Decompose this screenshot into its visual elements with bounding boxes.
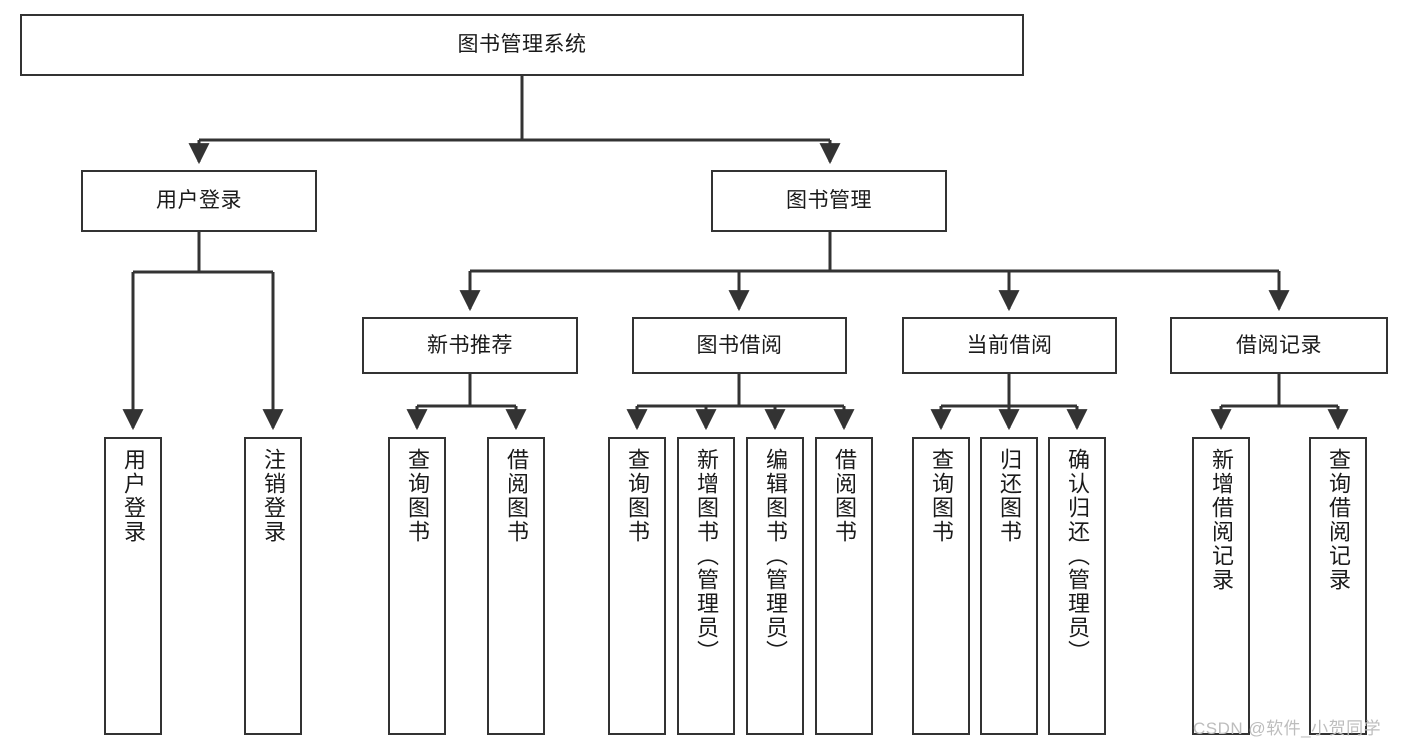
- node-root-label: 图书管理系统: [457, 33, 587, 57]
- node-borrow-record-label: 借阅记录: [1236, 333, 1322, 357]
- node-leaf-add-book-admin-label: 新增图书（管理员）: [694, 448, 719, 664]
- node-borrow-record[interactable]: 借阅记录: [1170, 317, 1388, 374]
- node-leaf-add-borrow-record[interactable]: 新增借阅记录: [1192, 437, 1250, 735]
- node-user-login-label: 用户登录: [156, 189, 242, 213]
- node-leaf-edit-book-admin[interactable]: 编辑图书（管理员）: [746, 437, 804, 735]
- node-new-book-recommend-label: 新书推荐: [427, 333, 513, 357]
- node-leaf-edit-book-admin-label: 编辑图书（管理员）: [763, 448, 788, 664]
- node-book-manage[interactable]: 图书管理: [711, 170, 947, 232]
- node-leaf-query-book-3[interactable]: 查询图书: [912, 437, 970, 735]
- node-leaf-return-book[interactable]: 归还图书: [980, 437, 1038, 735]
- node-book-borrow[interactable]: 图书借阅: [632, 317, 847, 374]
- node-leaf-query-book-1[interactable]: 查询图书: [388, 437, 446, 735]
- node-leaf-user-login[interactable]: 用户登录: [104, 437, 162, 735]
- node-user-login[interactable]: 用户登录: [81, 170, 317, 232]
- node-new-book-recommend[interactable]: 新书推荐: [362, 317, 578, 374]
- node-leaf-logout-login-label: 注销登录: [261, 448, 286, 544]
- csdn-watermark: CSDN @软件_小贺同学: [1193, 719, 1382, 738]
- node-leaf-add-borrow-record-label: 新增借阅记录: [1209, 448, 1234, 592]
- node-leaf-return-book-label: 归还图书: [997, 448, 1022, 544]
- node-leaf-query-book-2[interactable]: 查询图书: [608, 437, 666, 735]
- node-leaf-query-borrow-record[interactable]: 查询借阅记录: [1309, 437, 1367, 735]
- node-leaf-query-book-3-label: 查询图书: [929, 448, 954, 544]
- node-leaf-borrow-book-2-label: 借阅图书: [832, 448, 857, 544]
- node-leaf-confirm-return-admin-label: 确认归还（管理员）: [1065, 448, 1090, 664]
- node-leaf-query-borrow-record-label: 查询借阅记录: [1326, 448, 1351, 592]
- node-book-manage-label: 图书管理: [786, 189, 872, 213]
- node-leaf-borrow-book-2[interactable]: 借阅图书: [815, 437, 873, 735]
- node-leaf-user-login-label: 用户登录: [121, 448, 146, 544]
- node-current-borrow-label: 当前借阅: [966, 333, 1053, 357]
- node-root[interactable]: 图书管理系统: [20, 14, 1024, 76]
- node-leaf-query-book-2-label: 查询图书: [625, 448, 650, 544]
- node-book-borrow-label: 图书借阅: [696, 333, 783, 357]
- node-leaf-add-book-admin[interactable]: 新增图书（管理员）: [677, 437, 735, 735]
- node-leaf-confirm-return-admin[interactable]: 确认归还（管理员）: [1048, 437, 1106, 735]
- node-current-borrow[interactable]: 当前借阅: [902, 317, 1117, 374]
- node-leaf-logout-login[interactable]: 注销登录: [244, 437, 302, 735]
- node-leaf-query-book-1-label: 查询图书: [405, 448, 430, 544]
- node-leaf-borrow-book-1[interactable]: 借阅图书: [487, 437, 545, 735]
- node-leaf-borrow-book-1-label: 借阅图书: [504, 448, 529, 544]
